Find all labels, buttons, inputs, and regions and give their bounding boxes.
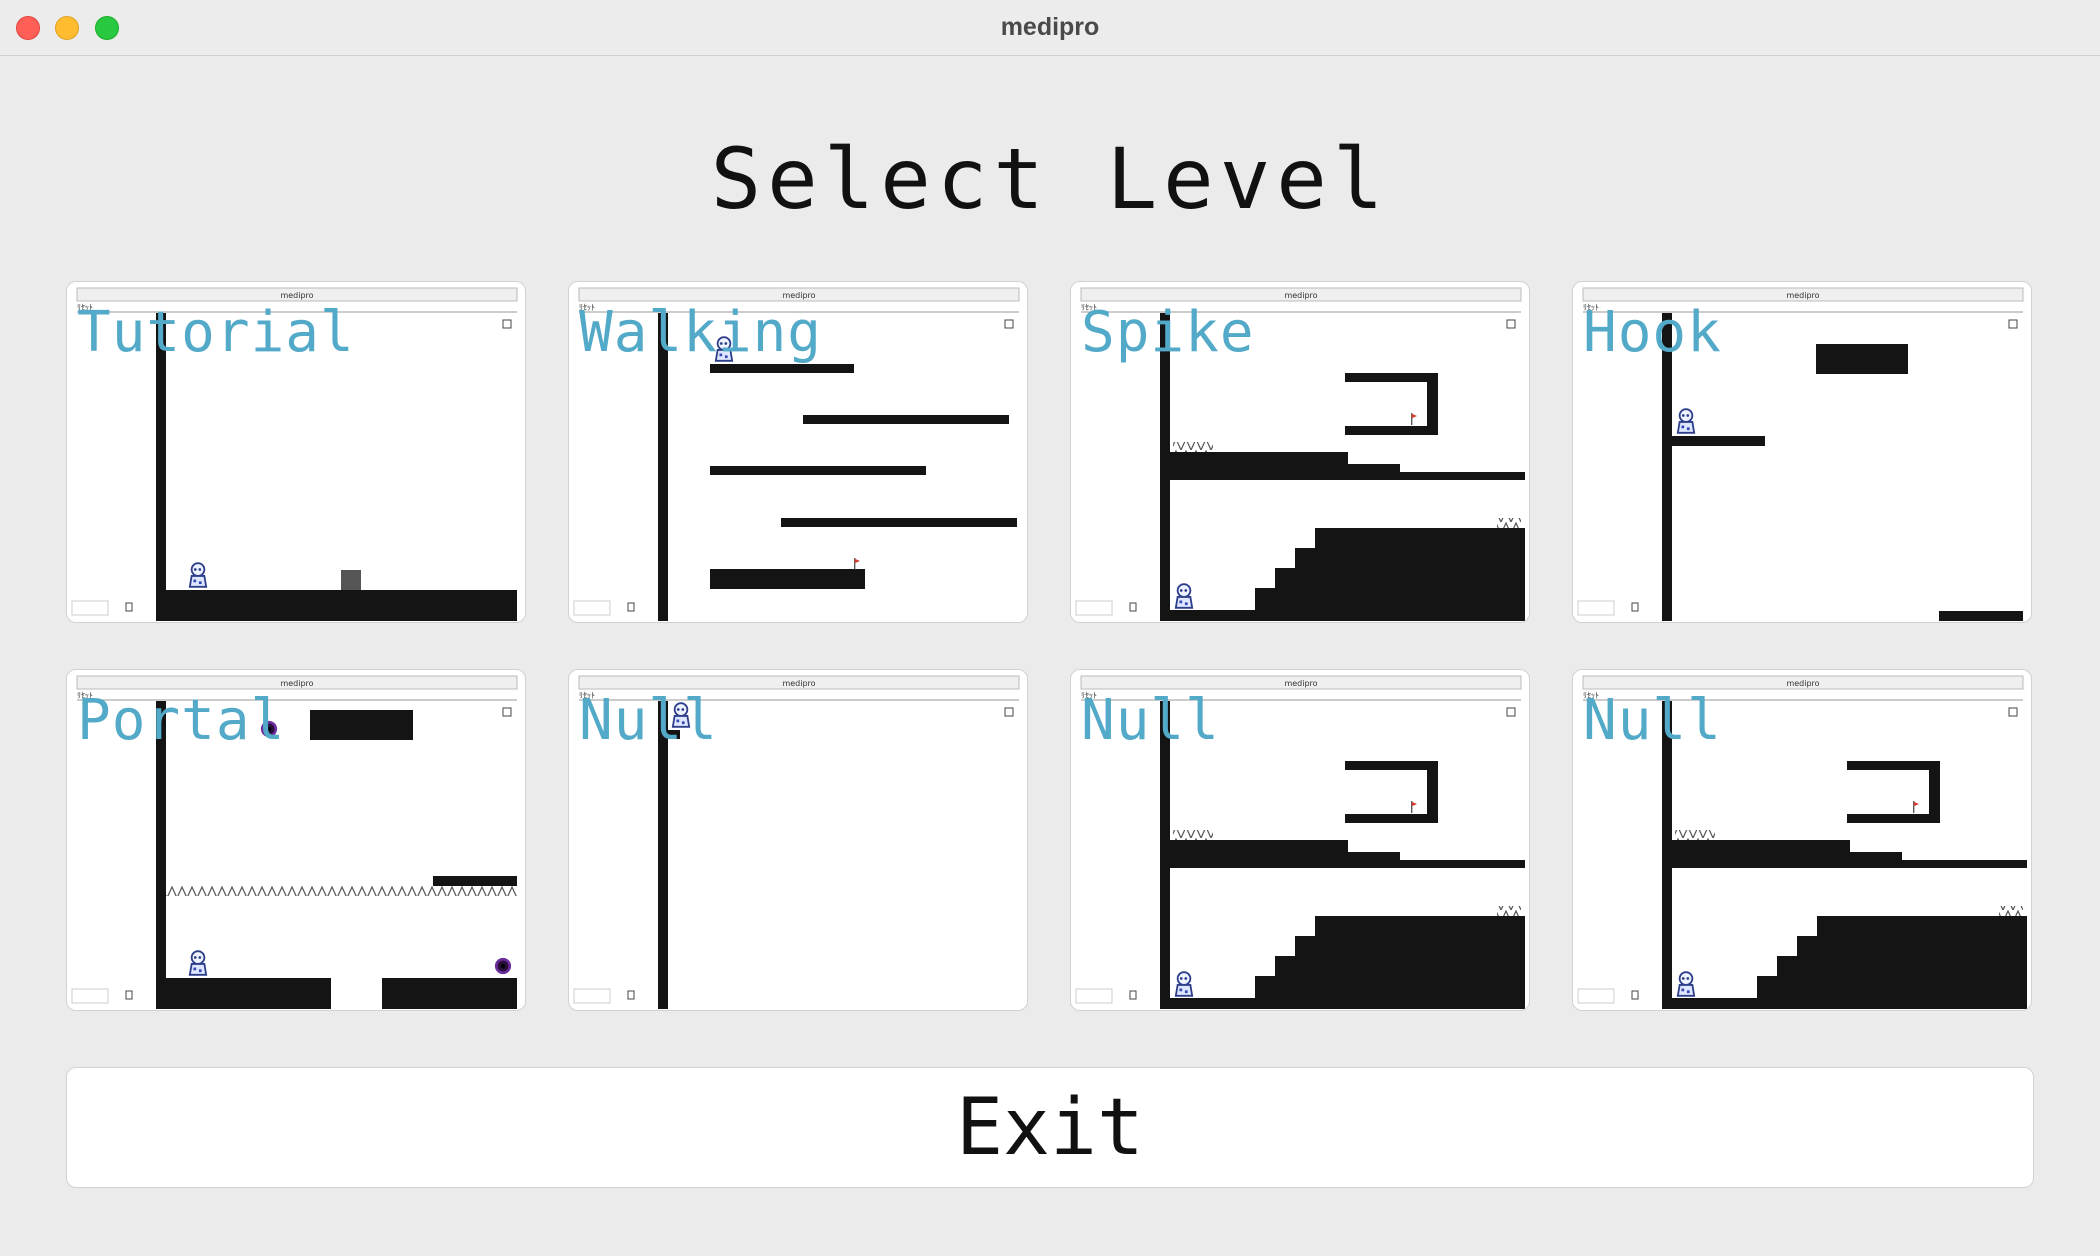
- level-preview: medipro ﾘｾｯﾄ: [1075, 287, 1525, 621]
- minimize-window-button[interactable]: [55, 16, 79, 40]
- level-name: Null: [579, 688, 718, 753]
- level-preview: medipro ﾘｾｯﾄ: [573, 287, 1020, 621]
- preview-window-title: medipro: [1284, 291, 1317, 300]
- level-name: Walking: [579, 300, 823, 365]
- zoom-window-button[interactable]: [95, 16, 119, 40]
- level-card-null-3[interactable]: medipro ﾘｾｯﾄ Null: [1572, 669, 2032, 1011]
- close-window-button[interactable]: [16, 16, 40, 40]
- preview-window-title: medipro: [782, 291, 815, 300]
- preview-menu-label: ﾘｾｯﾄ: [77, 303, 93, 312]
- preview-menu-label: ﾘｾｯﾄ: [579, 691, 595, 700]
- level-card-null-2[interactable]: medipro ﾘｾｯﾄ Null: [1070, 669, 1530, 1011]
- level-preview: medipro ﾘｾｯﾄ: [1577, 675, 2027, 1009]
- preview-window-title: medipro: [1786, 291, 1819, 300]
- preview-window-title: medipro: [1284, 679, 1317, 688]
- exit-button[interactable]: Exit: [66, 1067, 2034, 1188]
- preview-menu-label: ﾘｾｯﾄ: [579, 303, 595, 312]
- preview-window-title: medipro: [280, 291, 313, 300]
- level-name: Tutorial: [77, 300, 355, 365]
- preview-window-title: medipro: [782, 679, 815, 688]
- level-card-tutorial[interactable]: medipro ﾘｾｯﾄ Tutorial: [66, 281, 526, 623]
- preview-menu-label: ﾘｾｯﾄ: [1583, 691, 1599, 700]
- preview-menu-label: ﾘｾｯﾄ: [1081, 691, 1097, 700]
- level-preview: medipro ﾘｾｯﾄ: [1577, 287, 2024, 621]
- level-preview: medipro ﾘｾｯﾄ: [573, 675, 1020, 1009]
- level-name: Null: [1081, 688, 1220, 753]
- level-name: Null: [1583, 688, 1722, 753]
- level-name: Portal: [77, 688, 286, 753]
- level-card-walking[interactable]: medipro ﾘｾｯﾄ Walking: [568, 281, 1028, 623]
- level-card-null-1[interactable]: medipro ﾘｾｯﾄ Null: [568, 669, 1028, 1011]
- level-name: Hook: [1583, 300, 1722, 365]
- preview-menu-label: ﾘｾｯﾄ: [1583, 303, 1599, 312]
- level-preview: medipro ﾘｾｯﾄ: [71, 287, 518, 621]
- level-preview: medipro ﾘｾｯﾄ: [71, 675, 518, 1009]
- level-preview: medipro ﾘｾｯﾄ: [1075, 675, 1525, 1009]
- window-title: medipro: [1000, 13, 1100, 41]
- page-title: Select Level: [710, 130, 1390, 228]
- preview-window-title: medipro: [280, 679, 313, 688]
- preview-menu-label: ﾘｾｯﾄ: [77, 691, 93, 700]
- level-name: Spike: [1081, 300, 1255, 365]
- level-card-spike[interactable]: medipro ﾘｾｯﾄ Spike: [1070, 281, 1530, 623]
- level-card-portal[interactable]: medipro ﾘｾｯﾄ Portal: [66, 669, 526, 1011]
- level-card-hook[interactable]: medipro ﾘｾｯﾄ Hook: [1572, 281, 2032, 623]
- preview-window-title: medipro: [1786, 679, 1819, 688]
- preview-menu-label: ﾘｾｯﾄ: [1081, 303, 1097, 312]
- window-titlebar: medipro: [0, 0, 2100, 56]
